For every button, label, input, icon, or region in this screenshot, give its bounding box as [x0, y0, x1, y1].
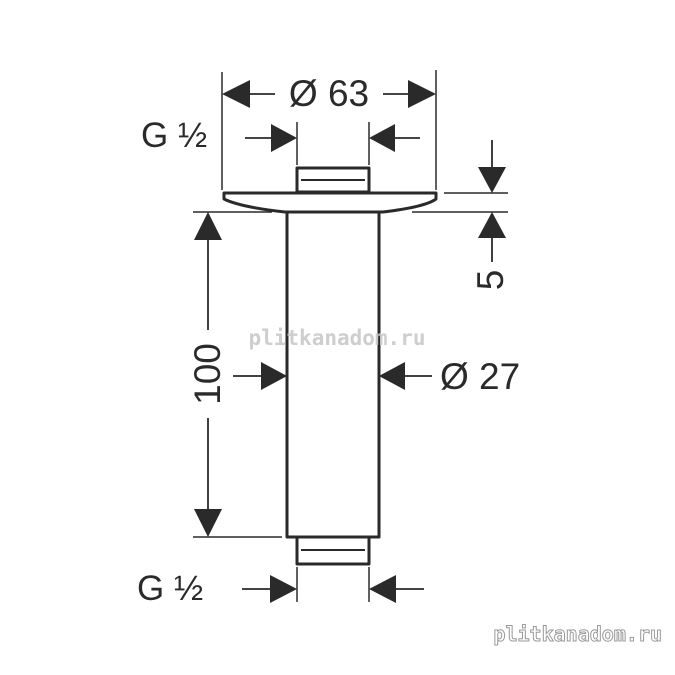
- pipe-diameter-label: Ø 27: [440, 356, 520, 397]
- arrow-left-icon: [222, 80, 250, 108]
- arrow-right-icon: [261, 362, 287, 390]
- thread-top-label: G ½: [141, 116, 207, 155]
- arrow-right-icon: [408, 80, 436, 108]
- flange: [222, 191, 438, 214]
- watermark-center: plitkanadom.ru: [248, 326, 425, 350]
- arrow-right-icon: [270, 575, 297, 603]
- length-label: 100: [187, 343, 228, 405]
- part-outline: [222, 166, 438, 566]
- thread-bottom-label: G ½: [137, 569, 203, 608]
- bottom-thread-nipple: [295, 535, 371, 566]
- pipe-body: [285, 210, 381, 539]
- arrow-down-icon: [194, 509, 222, 537]
- dimension-lines: [207, 93, 493, 590]
- flange-thickness-label: 5: [470, 270, 511, 291]
- arrowheads: [194, 80, 506, 603]
- watermark-corner: plitkanadom.ru: [493, 622, 662, 646]
- arrow-left-icon: [379, 362, 405, 390]
- arrow-down-icon: [478, 167, 506, 193]
- arrow-up-icon: [478, 212, 506, 238]
- arrow-right-icon: [271, 124, 297, 152]
- arrow-left-icon: [369, 124, 395, 152]
- arrow-left-icon: [369, 575, 396, 603]
- flange-diameter-label: Ø 63: [289, 73, 369, 114]
- arrow-up-icon: [194, 212, 222, 240]
